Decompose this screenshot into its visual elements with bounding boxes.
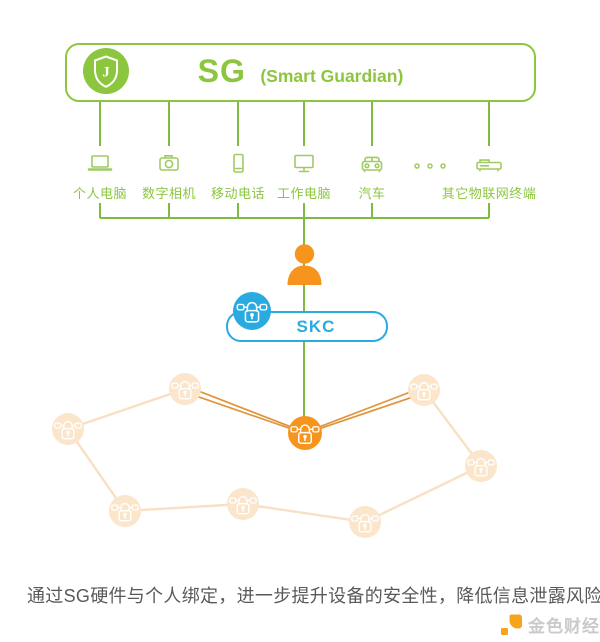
network-edge: [67, 387, 186, 431]
device-digital-camera: 数字相机: [121, 149, 217, 202]
iot-terminal-icon: [473, 149, 505, 179]
device-label: 数字相机: [141, 186, 196, 201]
node-bottom-middle: [227, 488, 259, 520]
sg-title-main: SG: [197, 52, 246, 89]
node-right: [465, 450, 497, 482]
device-car: 汽车: [324, 149, 420, 202]
network-edge-strong: [304, 386, 424, 434]
network-edge: [364, 464, 482, 524]
lock-chain-icon: [233, 292, 271, 330]
network-edge: [67, 428, 126, 512]
network-edges: [67, 385, 482, 524]
sg-title-subtitle: (Smart Guardian): [260, 65, 404, 86]
car-icon: [356, 149, 388, 179]
skc-label: SKC: [296, 316, 336, 336]
network-edge-strong: [304, 392, 426, 435]
network-edge: [124, 502, 244, 513]
device-label: 汽车: [358, 186, 386, 201]
shield-icon: J: [83, 48, 129, 94]
monitor-icon: [288, 149, 320, 179]
laptop-icon: [84, 149, 116, 179]
network-edge: [242, 502, 366, 524]
node-top-left: [169, 373, 201, 405]
node-bottom-left: [109, 495, 141, 527]
device-label: 其它物联网终端: [441, 186, 537, 201]
person-icon: [284, 243, 325, 286]
network-nodes: [52, 373, 497, 538]
shield-letter: J: [102, 65, 110, 81]
watermark-label: 金色财经: [528, 617, 600, 636]
device-label: 移动电话: [210, 186, 265, 201]
device-work-computer: 工作电脑: [256, 149, 352, 202]
device-label: 工作电脑: [276, 186, 331, 201]
sg-guardian-box: J SG (Smart Guardian): [65, 43, 536, 102]
network-edge-strong: [185, 385, 306, 434]
jinse-logo-icon: [501, 614, 522, 635]
camera-icon: [153, 149, 185, 179]
node-top-right: [408, 374, 440, 406]
device-ellipsis: [382, 149, 478, 183]
network-edge-strong: [183, 391, 306, 435]
device-iot-terminal: 其它物联网终端: [441, 149, 537, 202]
device-label: 个人电脑: [72, 186, 127, 201]
node-center: [288, 416, 322, 450]
caption: 通过SG硬件与个人绑定，进一步提升设备的安全性，降低信息泄露风险: [27, 586, 600, 606]
sg-title: SG (Smart Guardian): [67, 53, 534, 90]
mobile-phone-icon: [222, 149, 254, 179]
device-mobile-phone: 移动电话: [190, 149, 286, 202]
device-personal-computer: 个人电脑: [52, 149, 148, 202]
node-bottom-right: [349, 506, 381, 538]
ellipsis-icon: [410, 149, 450, 179]
watermark: 金色财经: [499, 612, 600, 637]
node-left: [52, 413, 84, 445]
